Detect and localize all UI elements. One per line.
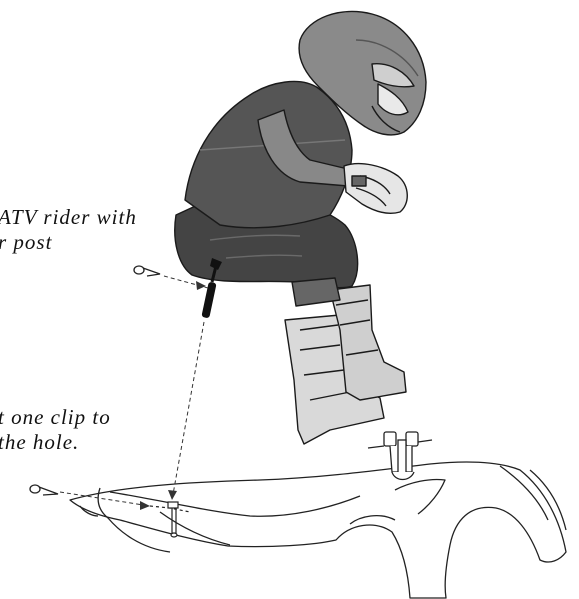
glove — [344, 164, 407, 214]
atv-body — [70, 462, 566, 598]
caption-line: the hole. — [0, 430, 79, 455]
caption-line: r post — [0, 230, 52, 255]
guide-lines — [60, 276, 208, 506]
caption-line: t one clip to — [0, 405, 111, 430]
arrow-head-upper — [196, 281, 206, 290]
caption-line: ATV rider with — [0, 205, 137, 230]
rider — [175, 12, 426, 444]
clip-icon — [134, 266, 160, 276]
clip-icon — [30, 485, 58, 495]
